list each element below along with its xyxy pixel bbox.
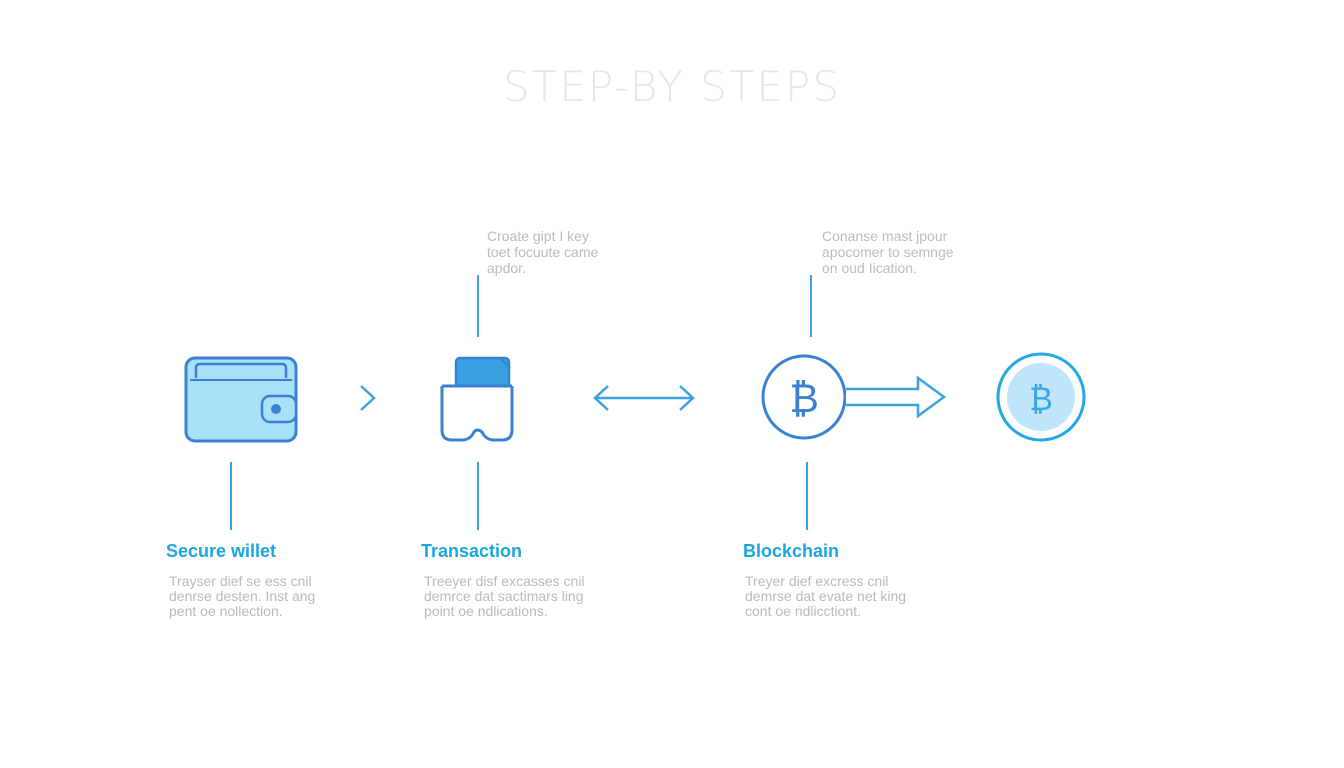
step-desc-blockchain: Treyer dief excress cnil demrse dat evat… xyxy=(745,573,907,619)
step-label-secure-wallet: Secure willet xyxy=(166,541,277,561)
step-label-blockchain: Blockchain xyxy=(743,541,840,561)
svg-text:₿: ₿ xyxy=(789,376,819,422)
svg-text:₿: ₿ xyxy=(1029,380,1053,418)
wallet-icon xyxy=(184,356,298,443)
step-desc-secure-wallet: Trayser dief se ess cnil denrse desten. … xyxy=(169,573,316,619)
step-label-transaction: Transaction xyxy=(421,541,523,561)
diagram-title: STEP-BY STEPS xyxy=(503,62,841,111)
step-desc-transaction: Treeyer disf excasses cnil demrce dat sa… xyxy=(424,573,585,619)
note-transaction: Croate gipt I key toet focuute came apdo… xyxy=(487,228,599,276)
hollow-arrow-icon xyxy=(846,375,947,419)
pocket-icon xyxy=(440,356,514,442)
chevron-right-icon xyxy=(360,385,376,411)
bitcoin-coin-icon: ₿ xyxy=(761,354,847,440)
bitcoin-coin-filled-icon: ₿ xyxy=(996,352,1086,442)
note-blockchain: Conanse mast jpour apocomer to semnge on… xyxy=(822,228,954,276)
double-arrow-icon xyxy=(593,385,695,411)
